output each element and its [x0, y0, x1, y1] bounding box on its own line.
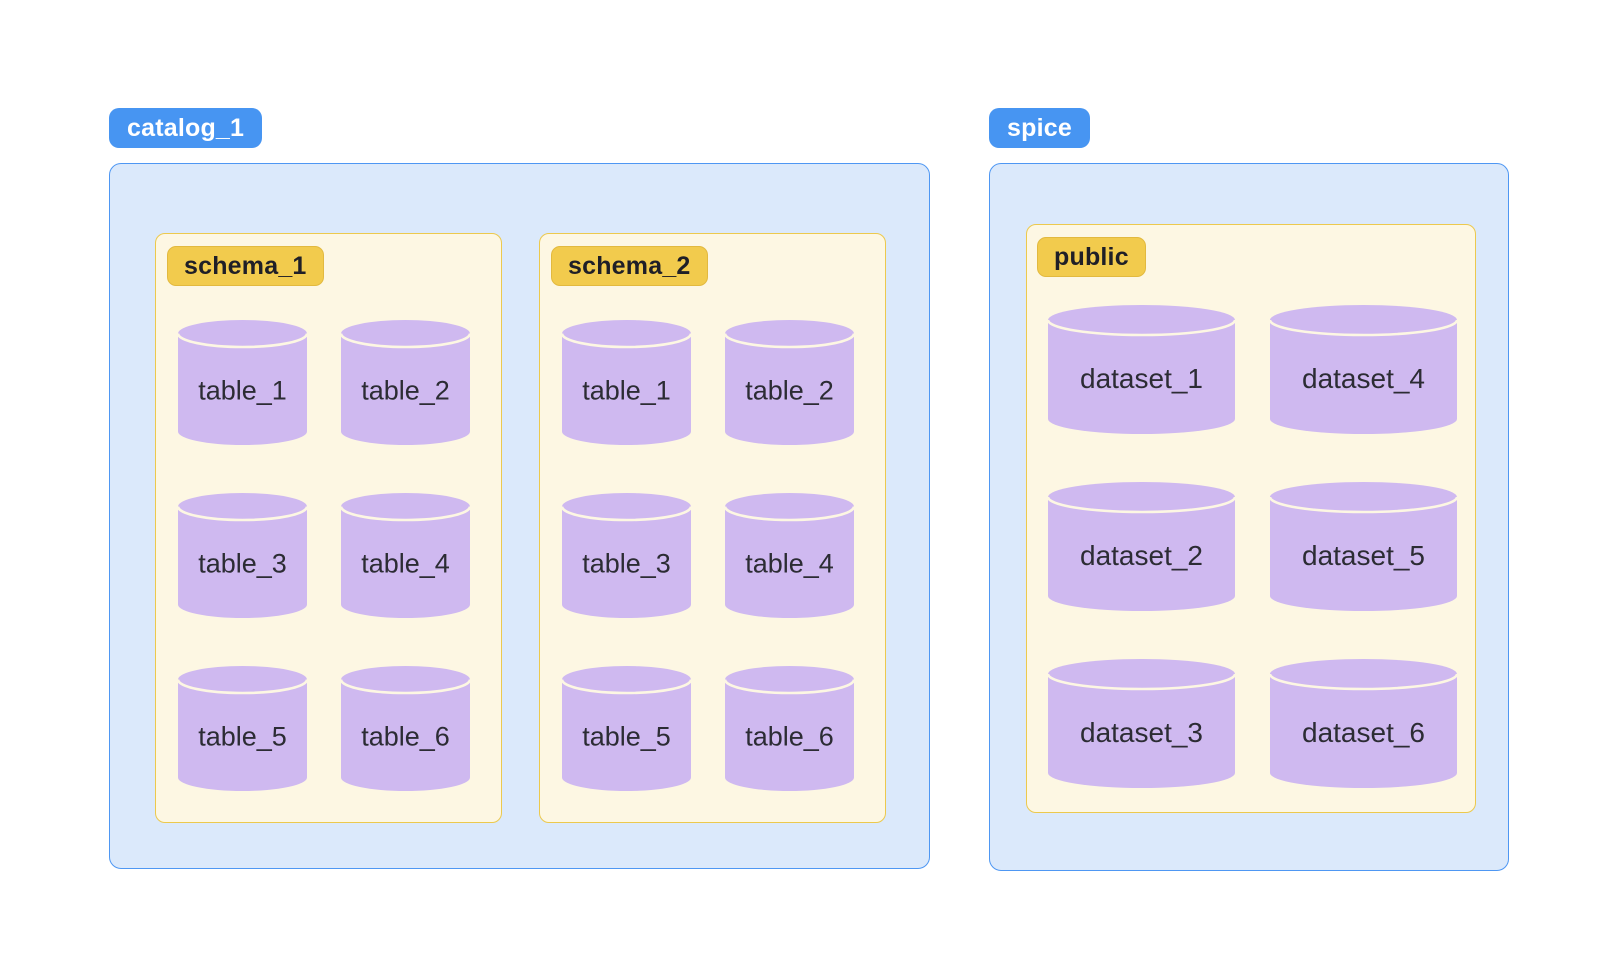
database-cylinder-icon: [1048, 482, 1235, 611]
catalog-group: catalog_1 schema_1 table_1: [109, 108, 930, 869]
public-badge: public: [1037, 237, 1146, 277]
database-cylinder: dataset_1: [1048, 305, 1235, 434]
catalog-container: schema_1 table_1 tabl: [109, 163, 930, 869]
database-cylinder-icon: [1270, 305, 1457, 434]
cylinder-label: table_3: [582, 548, 671, 579]
database-cylinder-icon: [1048, 659, 1235, 788]
database-cylinder: dataset_6: [1270, 659, 1457, 788]
database-cylinder-icon: [1270, 482, 1457, 611]
cylinder-label: table_2: [745, 375, 834, 406]
cylinder-label: dataset_6: [1302, 716, 1425, 748]
cylinder-label: table_6: [745, 721, 834, 752]
schema-1-table-grid: table_1 table_2 tabl: [178, 320, 501, 791]
cylinder-label: table_5: [198, 721, 287, 752]
schema-2-badge: schema_2: [551, 246, 708, 286]
spice-badge: spice: [989, 108, 1090, 148]
public-dataset-grid: dataset_1 dataset_4: [1048, 305, 1475, 788]
database-cylinder: table_2: [725, 320, 854, 445]
cylinder-label: table_4: [745, 548, 834, 579]
schema-2-table-grid: table_1 table_2 tabl: [562, 320, 885, 791]
spice-container: public dataset_1 data: [989, 163, 1509, 871]
database-cylinder: table_2: [341, 320, 470, 445]
database-cylinder: table_6: [725, 666, 854, 791]
database-cylinder: dataset_4: [1270, 305, 1457, 434]
database-cylinder-icon: [1270, 659, 1457, 788]
cylinder-label: table_1: [198, 375, 287, 406]
cylinder-label: table_4: [361, 548, 450, 579]
catalog-badge: catalog_1: [109, 108, 263, 148]
database-cylinder: table_4: [725, 493, 854, 618]
database-cylinder: table_5: [178, 666, 307, 791]
database-cylinder-icon: [178, 666, 307, 791]
database-cylinder-icon: [562, 320, 691, 445]
database-cylinder: table_5: [562, 666, 691, 791]
database-cylinder: table_1: [562, 320, 691, 445]
cylinder-label: table_1: [582, 375, 671, 406]
public-box: public dataset_1 data: [1026, 224, 1476, 813]
database-cylinder-icon: [178, 320, 307, 445]
database-cylinder: dataset_5: [1270, 482, 1457, 611]
cylinder-label: dataset_1: [1080, 362, 1203, 394]
schema-1-box: schema_1 table_1 tabl: [155, 233, 502, 823]
database-cylinder: table_3: [178, 493, 307, 618]
cylinder-label: dataset_4: [1302, 362, 1425, 394]
database-cylinder: dataset_2: [1048, 482, 1235, 611]
cylinder-label: table_5: [582, 721, 671, 752]
cylinder-label: dataset_2: [1080, 539, 1203, 571]
database-cylinder-icon: [725, 493, 854, 618]
database-cylinder-icon: [1048, 305, 1235, 434]
database-cylinder-icon: [562, 493, 691, 618]
database-cylinder-icon: [725, 320, 854, 445]
spice-group: spice public dataset_1: [989, 108, 1509, 871]
cylinder-label: table_3: [198, 548, 287, 579]
database-cylinder: table_4: [341, 493, 470, 618]
database-cylinder-icon: [341, 320, 470, 445]
database-cylinder-icon: [725, 666, 854, 791]
cylinder-label: dataset_3: [1080, 716, 1203, 748]
database-cylinder-icon: [562, 666, 691, 791]
database-cylinder: table_6: [341, 666, 470, 791]
database-cylinder-icon: [341, 666, 470, 791]
database-cylinder-icon: [178, 493, 307, 618]
database-cylinder: table_3: [562, 493, 691, 618]
schema-1-badge: schema_1: [167, 246, 324, 286]
schema-2-box: schema_2 table_1 tabl: [539, 233, 886, 823]
cylinder-label: table_6: [361, 721, 450, 752]
cylinder-label: dataset_5: [1302, 539, 1425, 571]
cylinder-label: table_2: [361, 375, 450, 406]
database-cylinder-icon: [341, 493, 470, 618]
database-cylinder: table_1: [178, 320, 307, 445]
database-cylinder: dataset_3: [1048, 659, 1235, 788]
